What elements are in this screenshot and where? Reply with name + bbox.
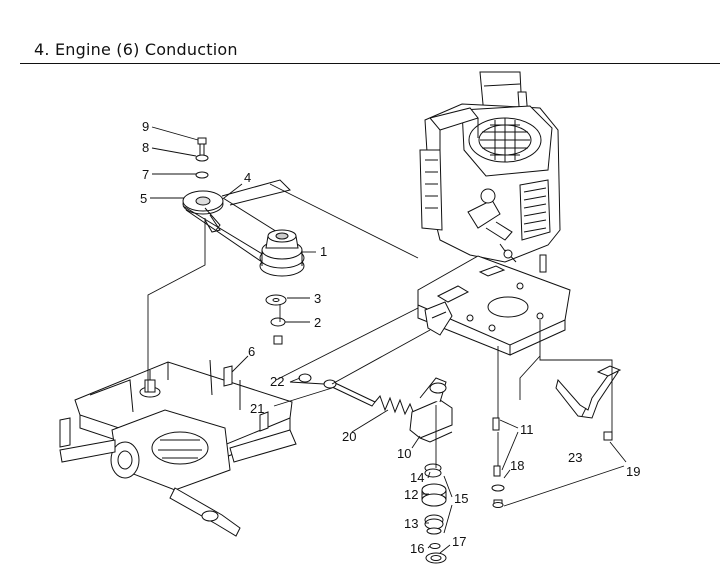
callout-20: 20 bbox=[342, 429, 356, 444]
callout-18: 18 bbox=[510, 458, 524, 473]
callout-14: 14 bbox=[410, 470, 424, 485]
page-title: 4. Engine (6) Conduction bbox=[34, 40, 238, 59]
title-divider bbox=[20, 63, 720, 64]
transaxle-frame bbox=[59, 359, 297, 537]
callout-10: 10 bbox=[397, 446, 411, 461]
callout-5: 5 bbox=[140, 191, 147, 206]
callout-9: 9 bbox=[142, 119, 149, 134]
mounting-hardware bbox=[491, 365, 622, 508]
pulley-and-belt bbox=[182, 137, 305, 345]
engine-mounting-plate bbox=[417, 255, 571, 356]
callout-13: 13 bbox=[404, 516, 418, 531]
callout-11: 11 bbox=[520, 422, 534, 437]
callout-15: 15 bbox=[454, 491, 468, 506]
part-callouts: 1 2 3 4 5 6 7 8 9 10 11 12 13 14 15 16 1… bbox=[140, 119, 640, 556]
callout-17: 17 bbox=[452, 534, 466, 549]
callout-2: 2 bbox=[314, 315, 321, 330]
callout-4: 4 bbox=[244, 170, 251, 185]
engine bbox=[419, 71, 561, 273]
idler-arm-assembly bbox=[298, 373, 453, 564]
callout-12: 12 bbox=[404, 487, 418, 502]
leader-lines bbox=[150, 126, 627, 554]
assembly-center-lines bbox=[147, 183, 613, 468]
callout-7: 7 bbox=[142, 167, 149, 182]
callout-21: 21 bbox=[250, 401, 264, 416]
callout-3: 3 bbox=[314, 291, 321, 306]
callout-8: 8 bbox=[142, 140, 149, 155]
callout-22: 22 bbox=[270, 374, 284, 389]
callout-19: 19 bbox=[626, 464, 640, 479]
callout-23: 23 bbox=[568, 450, 582, 465]
callout-6: 6 bbox=[248, 344, 255, 359]
callout-1: 1 bbox=[320, 244, 327, 259]
callout-16: 16 bbox=[410, 541, 424, 556]
